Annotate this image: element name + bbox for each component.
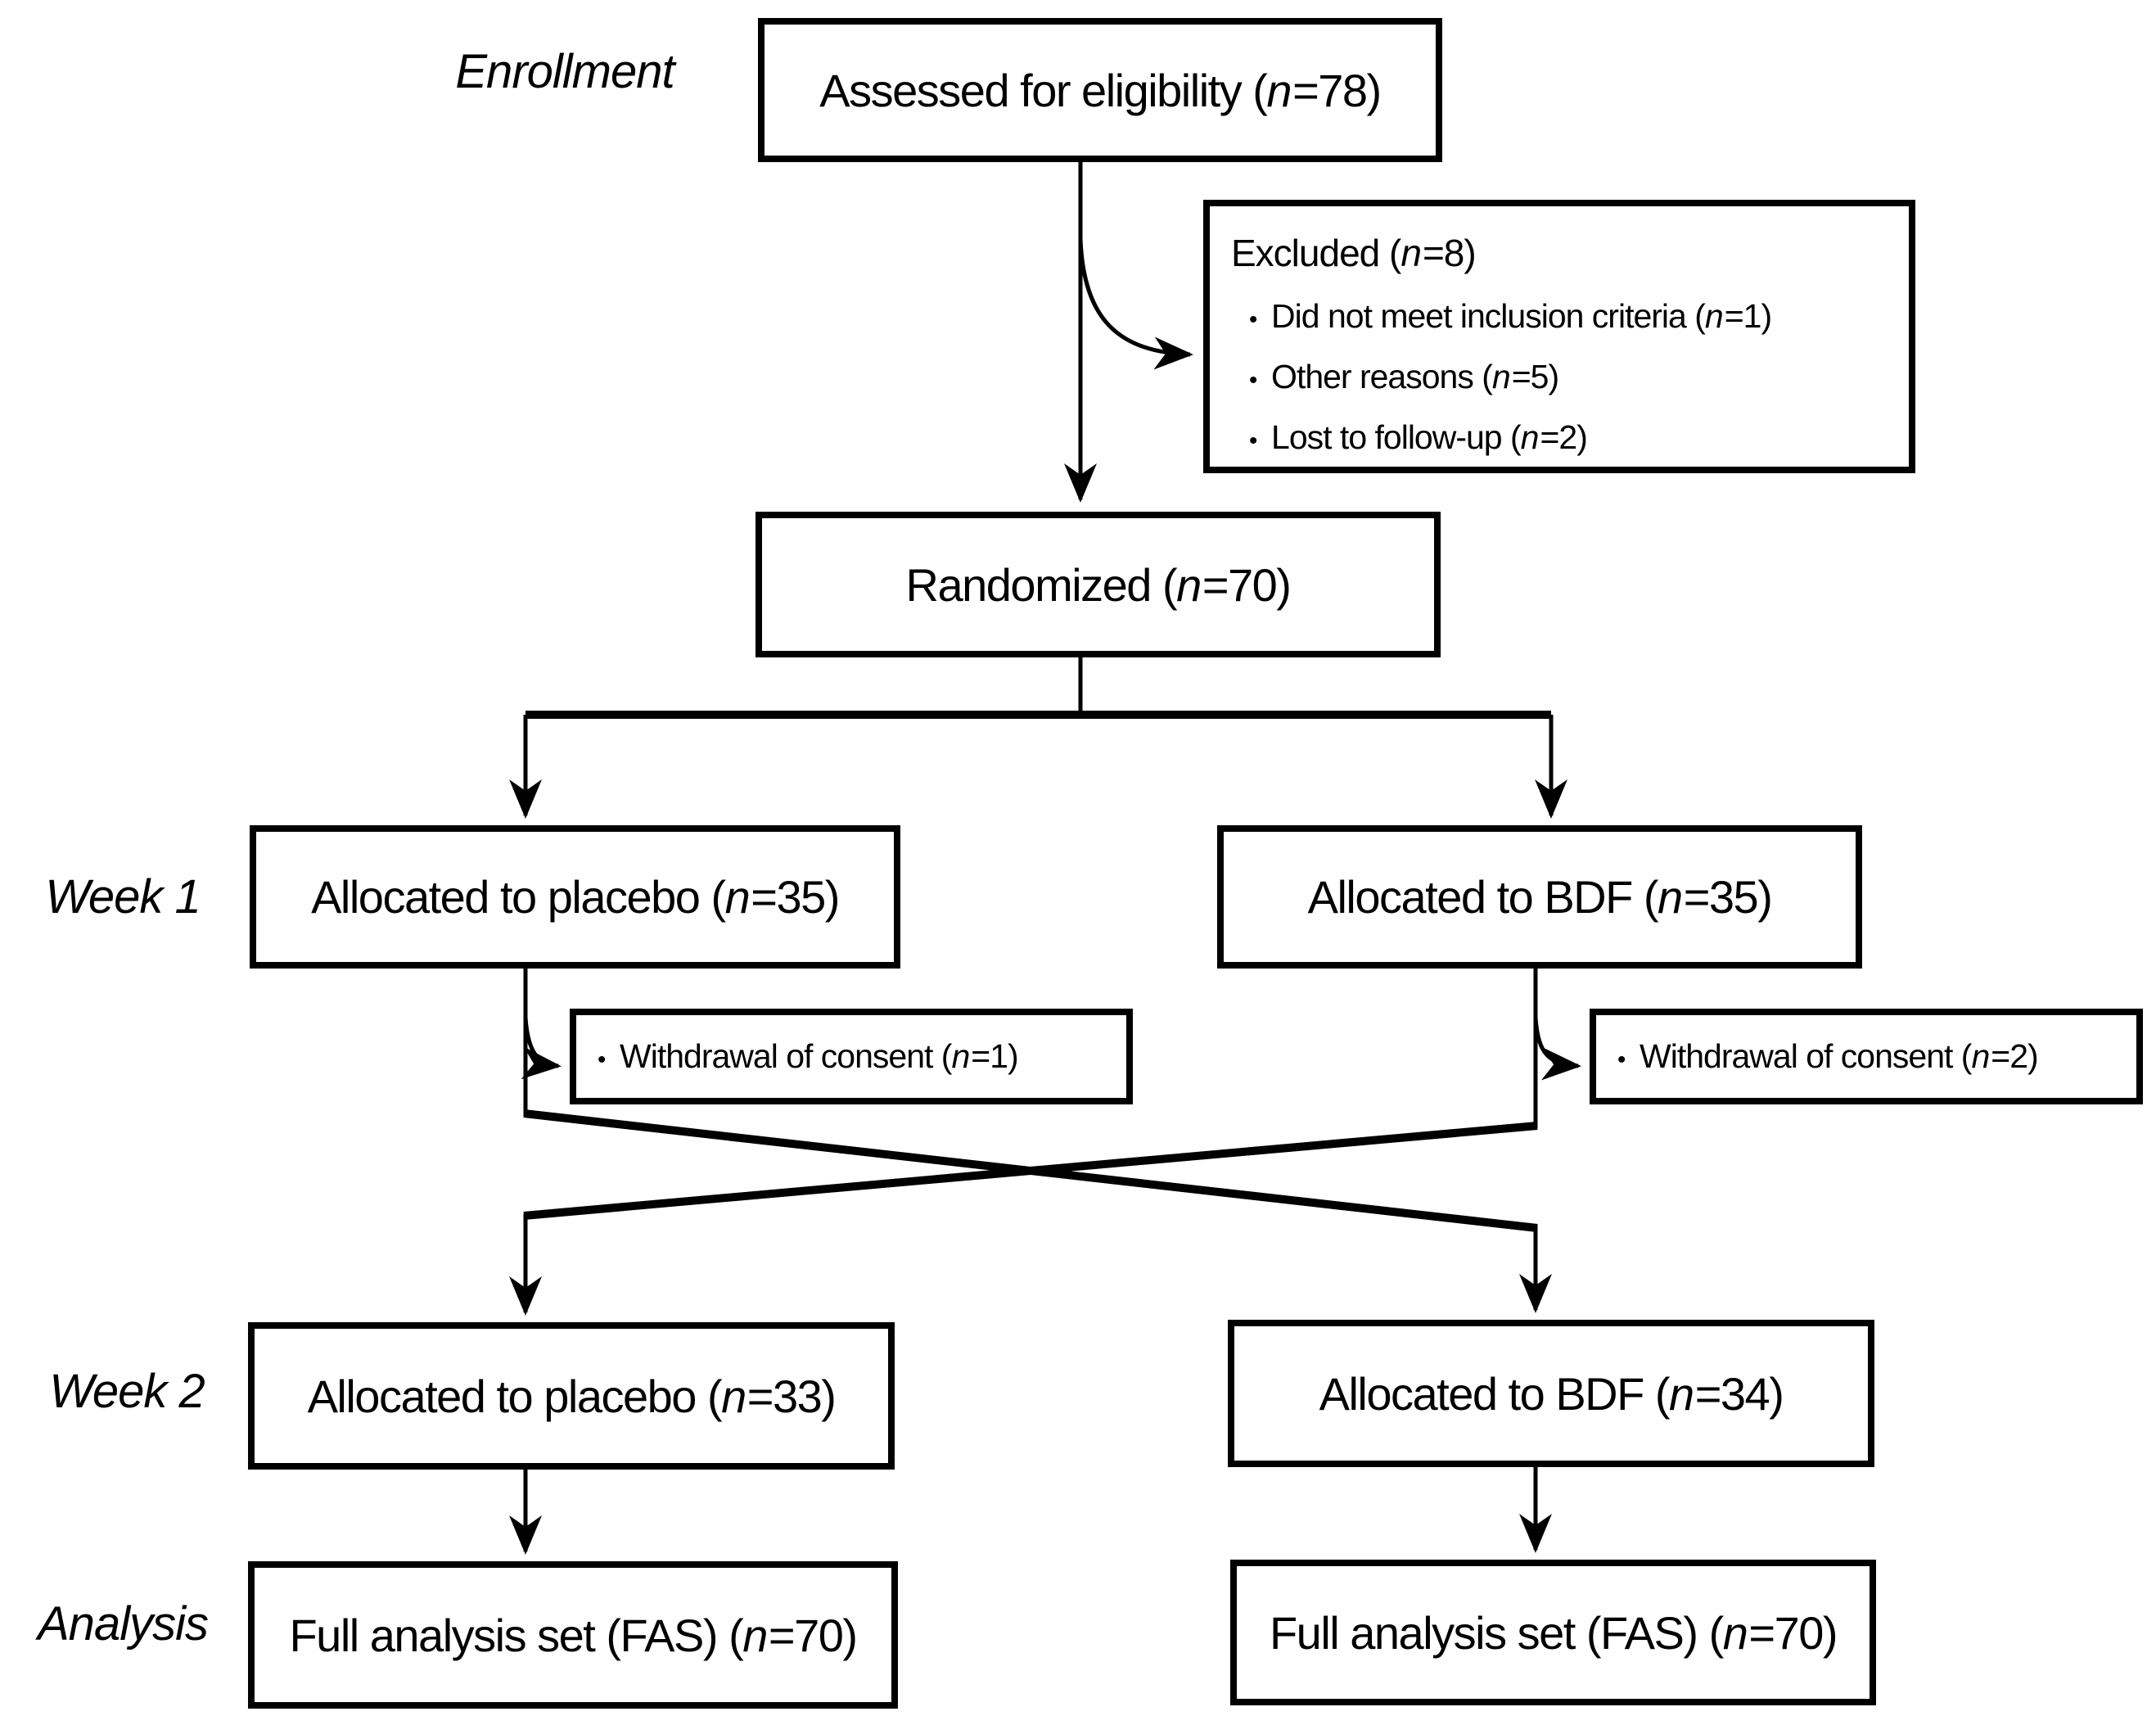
analysis-stage-label: Analysis: [38, 1597, 209, 1650]
randomized-box: Randomized (n=70): [756, 512, 1441, 657]
arrow-bdf-to-withdrawal: [1533, 1017, 1581, 1081]
crossover-bdf-to-placebo: [523, 1122, 1538, 1220]
excluded-reason-item: • Did not meet inclusion criteria (n=1): [1231, 297, 1888, 336]
week2-allocated-bdf-box: Allocated to BDF (n=34): [1228, 1320, 1874, 1467]
arrow-assessed-to-excluded: [1078, 238, 1193, 370]
withdrawal-item: • Withdrawal of consent (n=2): [1617, 1037, 2039, 1076]
bullet-icon: •: [598, 1046, 606, 1073]
excluded-box: Excluded (n=8) • Did not meet inclusion …: [1203, 200, 1915, 473]
withdrawal-text: Withdrawal of consent (n=1): [620, 1037, 1019, 1075]
week1-allocated-bdf-box: Allocated to BDF (n=35): [1217, 825, 1862, 969]
excluded-reason-item: • Lost to follow-up (n=2): [1231, 418, 1888, 457]
withdrawal-text: Withdrawal of consent (n=2): [1640, 1037, 2039, 1075]
bullet-icon: •: [1249, 306, 1257, 333]
bullet-icon: •: [1617, 1046, 1626, 1073]
analysis-fas-placebo-box: Full analysis set (FAS) (n=70): [248, 1561, 898, 1709]
week1-bdf-label: Allocated to BDF (n=35): [1307, 871, 1773, 923]
excluded-reason-text: Lost to follow-up (n=2): [1271, 418, 1588, 456]
excluded-box-title: Excluded (n=8): [1231, 232, 1477, 274]
randomized-box-label: Randomized (n=70): [905, 558, 1292, 611]
week2-placebo-label: Allocated to placebo (n=33): [307, 1370, 837, 1422]
assessed-box-label: Assessed for eligibility (n=78): [819, 64, 1382, 116]
week1-placebo-withdrawal-box: • Withdrawal of consent (n=1): [570, 1009, 1133, 1104]
bullet-icon: •: [1249, 367, 1257, 394]
week1-allocated-placebo-box: Allocated to placebo (n=35): [250, 825, 900, 969]
assessed-for-eligibility-box: Assessed for eligibility (n=78): [758, 18, 1442, 162]
week2-bdf-label: Allocated to BDF (n=34): [1319, 1367, 1784, 1420]
analysis-bdf-label: Full analysis set (FAS) (n=70): [1269, 1606, 1838, 1659]
analysis-fas-bdf-box: Full analysis set (FAS) (n=70): [1230, 1560, 1876, 1705]
excluded-reason-item: • Other reasons (n=5): [1231, 358, 1888, 396]
week1-placebo-label: Allocated to placebo (n=35): [311, 871, 840, 923]
analysis-placebo-label: Full analysis set (FAS) (n=70): [289, 1609, 858, 1661]
week1-bdf-withdrawal-box: • Withdrawal of consent (n=2): [1590, 1009, 2143, 1104]
enrollment-stage-label: Enrollment: [455, 45, 674, 98]
bullet-icon: •: [1249, 427, 1257, 454]
week2-stage-label: Week 2: [49, 1365, 205, 1418]
week1-stage-label: Week 1: [45, 870, 201, 923]
arrow-placebo-to-withdrawal: [521, 1017, 562, 1080]
week2-allocated-placebo-box: Allocated to placebo (n=33): [248, 1322, 895, 1470]
withdrawal-item: • Withdrawal of consent (n=1): [598, 1037, 1019, 1076]
excluded-reason-text: Other reasons (n=5): [1271, 358, 1559, 395]
excluded-reason-text: Did not meet inclusion criteria (n=1): [1271, 297, 1772, 335]
